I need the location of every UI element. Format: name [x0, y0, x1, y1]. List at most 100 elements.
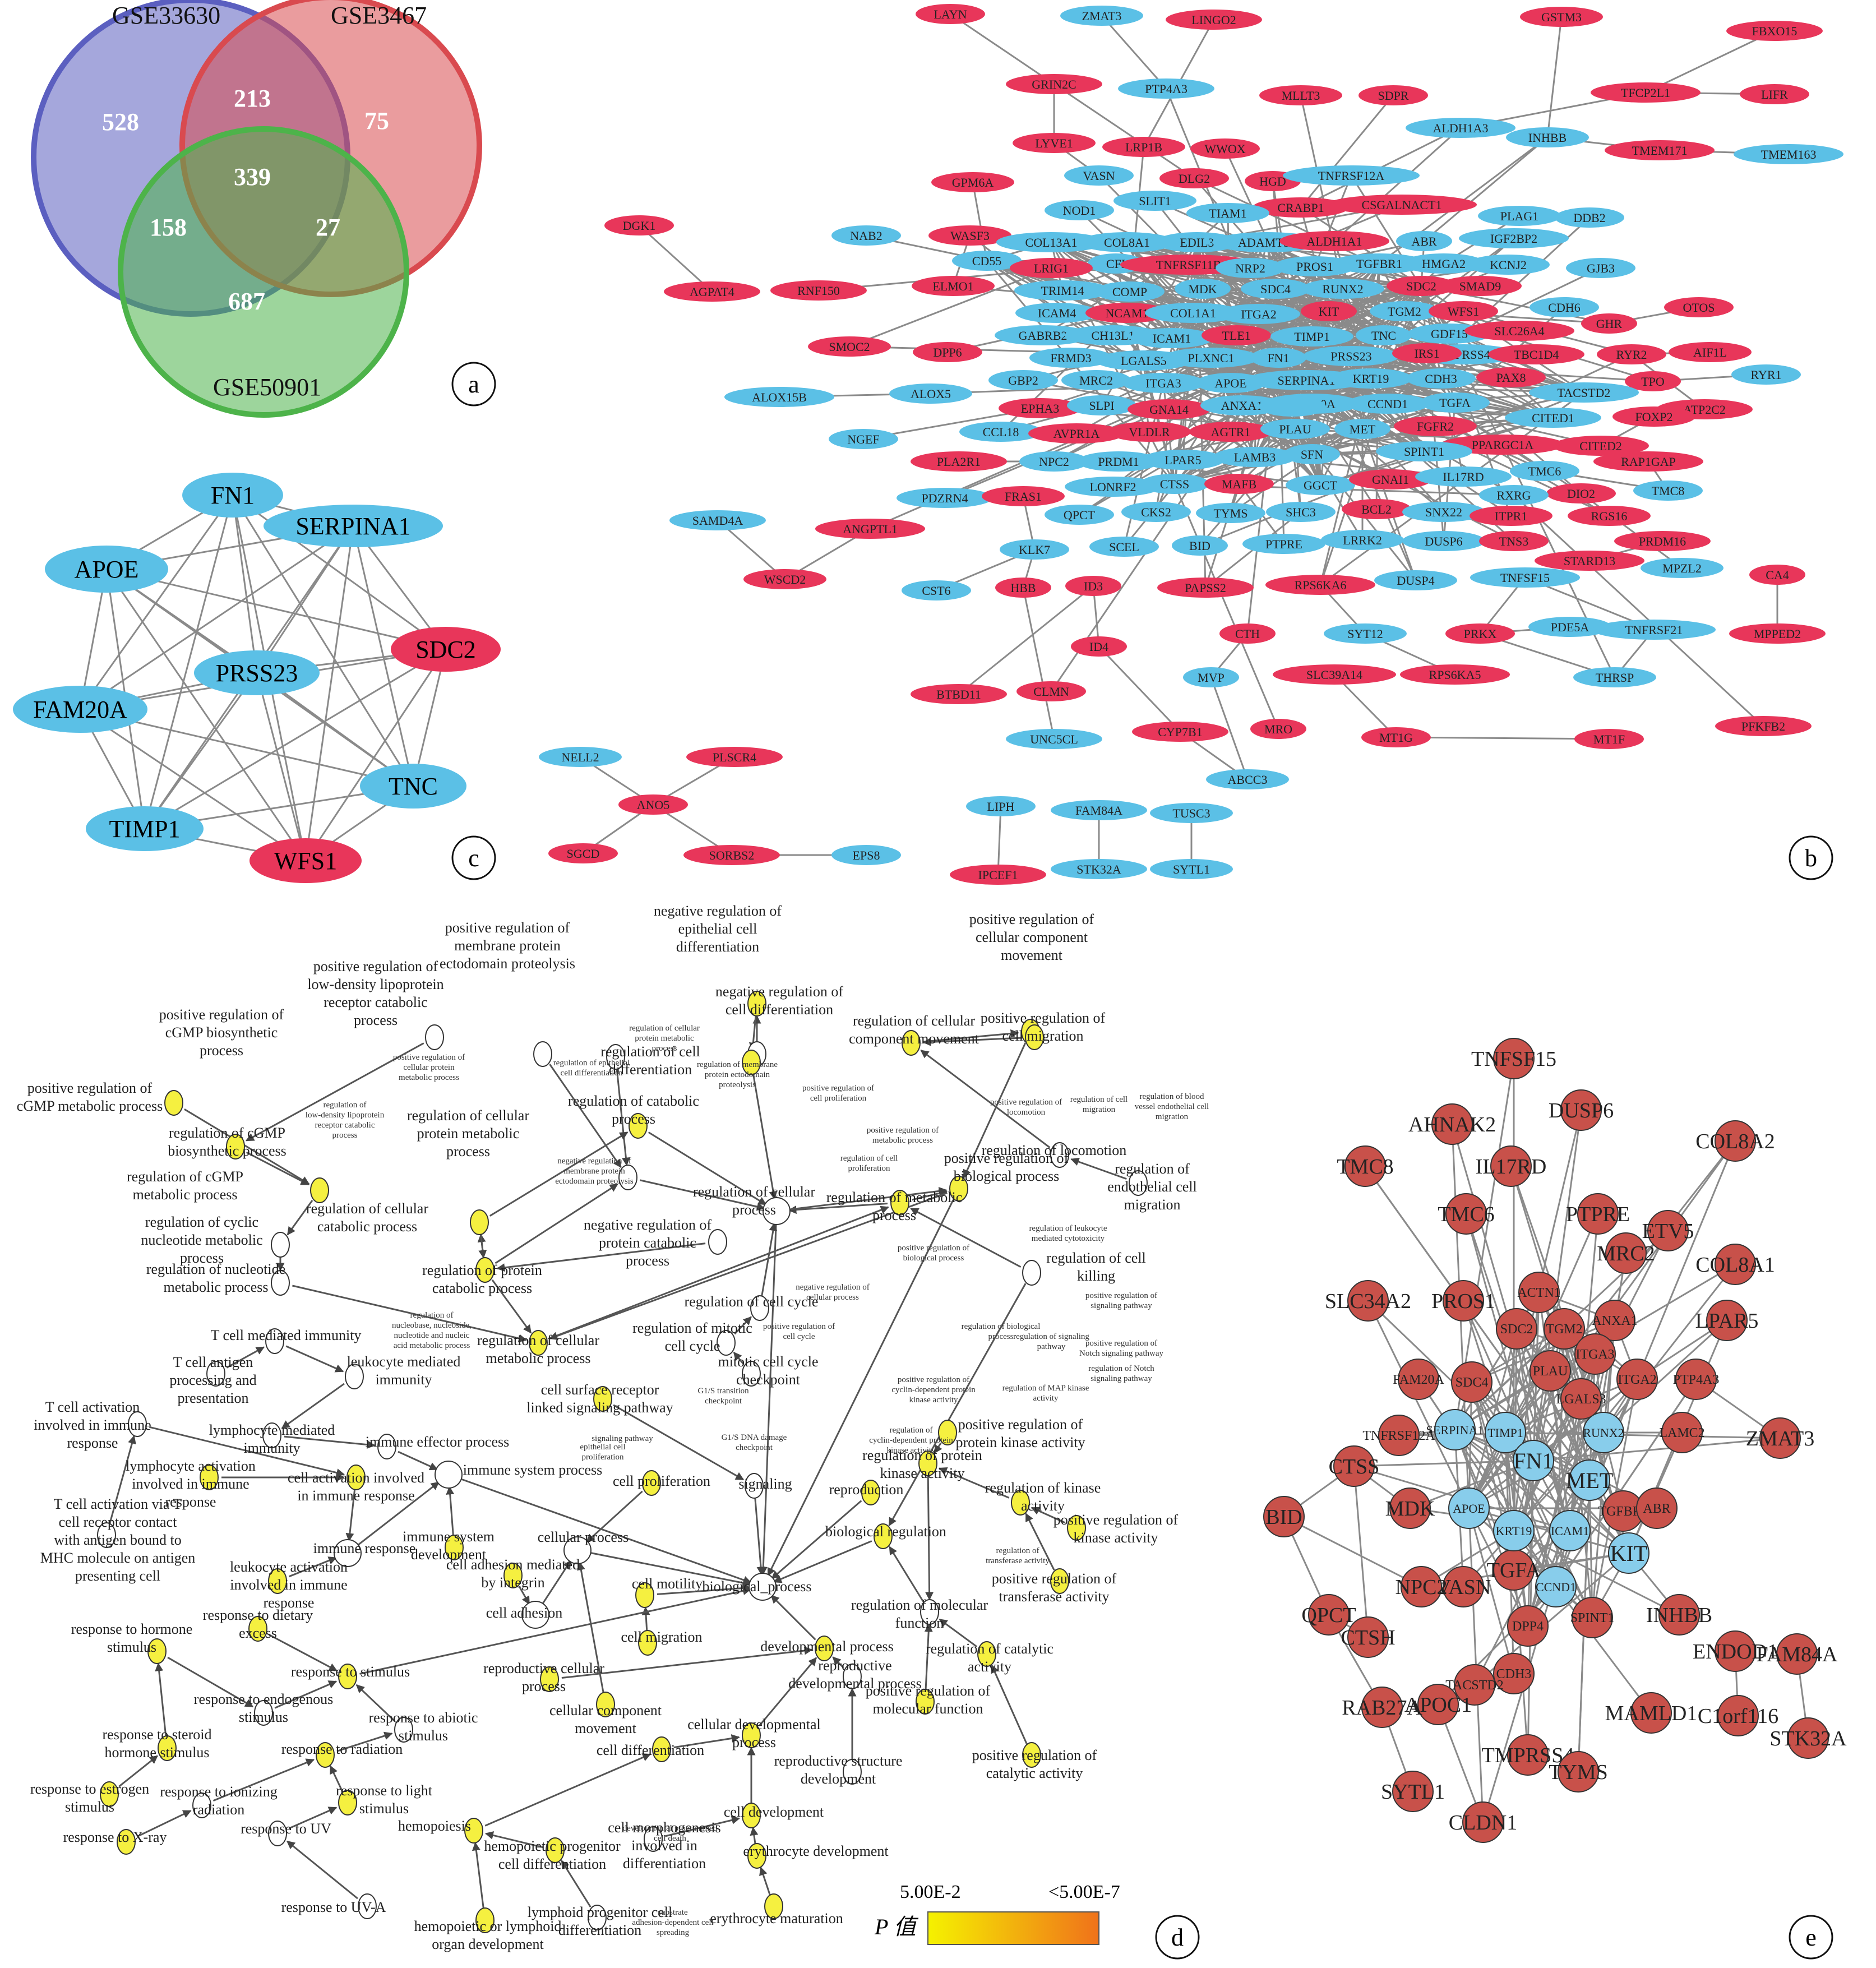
go-node-positive-regulation-of-cell-migration — [1025, 1024, 1044, 1050]
ppi-node-label: PAPSS2 — [1185, 581, 1226, 595]
hub-node-wfs1: WFS1 — [249, 838, 362, 883]
core-node-label: SDC2 — [1500, 1322, 1533, 1337]
go-term-label: cell proliferation — [613, 1473, 710, 1489]
ppi-node-label: PAX8 — [1496, 371, 1526, 385]
go-edge — [398, 1450, 438, 1471]
go-node-regulation-of-cell-killing — [1022, 1260, 1041, 1286]
ppi-node-label: EPHA3 — [1021, 401, 1059, 415]
ppi-node-label: SAMD4A — [692, 514, 743, 528]
core-node-label: CTSH — [1341, 1626, 1395, 1650]
ppi-node-layn: LAYN — [916, 4, 985, 24]
ppi-node-label: WSCD2 — [764, 572, 806, 586]
core-edge — [1555, 1586, 1652, 1713]
ppi-node-label: FRAS1 — [1005, 489, 1042, 503]
go-term-label: response to UV-A — [281, 1899, 386, 1915]
go-node-regulation-of-cyclic-nucleotide-metabolic-process — [271, 1232, 290, 1258]
ppi-node-label: BCL2 — [1361, 502, 1392, 516]
ppi-node-label: PLAG1 — [1500, 209, 1538, 223]
core-node-label: SDC4 — [1455, 1375, 1489, 1390]
panel-label-a: a — [451, 362, 496, 406]
ppi-node-label: CCL18 — [983, 425, 1019, 439]
ppi-node-lingo2: LINGO2 — [1166, 10, 1262, 30]
ppi-node-label: AGPAT4 — [690, 285, 734, 299]
ppi-node-label: PTP4A3 — [1145, 82, 1187, 96]
go-small-term-label: signaling pathway — [592, 1434, 653, 1443]
go-edge — [281, 1383, 345, 1429]
go-term-label: signaling — [738, 1476, 792, 1492]
ppi-node-col1a1: COL1A1 — [1145, 303, 1241, 323]
core-node-label: LPAR5 — [1695, 1309, 1759, 1333]
core-node-apoc1: APOC1 — [1404, 1684, 1472, 1725]
ppi-node-ryr1: RYR1 — [1731, 364, 1801, 385]
ppi-node-lamb3: LAMB3 — [1213, 447, 1296, 467]
ppi-node-mrc2: MRC2 — [1061, 370, 1131, 390]
ppi-node-mt1g: MT1G — [1361, 727, 1431, 747]
ppi-node-rap1gap: RAP1GAP — [1593, 451, 1703, 472]
go-edge — [212, 1758, 315, 1802]
ppi-node-cdh6: CDH6 — [1530, 297, 1599, 317]
go-edge — [924, 1623, 933, 1690]
ppi-node-grin2c: GRIN2C — [1006, 74, 1102, 94]
core-node-lgals3: LGALS3 — [1556, 1378, 1606, 1420]
ppi-node-wscd2: WSCD2 — [743, 569, 826, 589]
ppi-node-label: MET — [1350, 422, 1376, 436]
go-edge — [484, 1753, 651, 1827]
go-node-regulation-of-cellular-protein-metabolic-process — [618, 1165, 637, 1190]
ppi-node-label: LRP1B — [1125, 140, 1162, 154]
ppi-node-label: ABCC3 — [1228, 773, 1268, 787]
ppi-node-prdm1: PRDM1 — [1077, 451, 1160, 472]
ppi-node-label: STK32A — [1076, 862, 1121, 876]
core-edge — [1410, 1459, 1534, 1509]
ppi-node-label: PPARGC1A — [1472, 438, 1534, 452]
go-node-regulation-of-protein-kinase-activity — [918, 1450, 937, 1476]
ppi-node-label: SDC4 — [1260, 282, 1291, 296]
ppi-node-label: LIFR — [1761, 87, 1788, 101]
core-node-dusp6: DUSP6 — [1549, 1089, 1614, 1131]
go-edge — [1025, 1513, 1055, 1570]
hub-edge — [304, 649, 447, 861]
go-edge — [991, 1664, 1028, 1744]
core-node-mdk: MDK — [1385, 1487, 1435, 1529]
ppi-node-rps6ka6: RPS6KA6 — [1265, 575, 1375, 595]
venn-circle-gse50901 — [118, 126, 409, 418]
go-edge — [922, 1037, 1023, 1046]
svg-text:d: d — [1171, 1924, 1184, 1951]
core-node-label: TGM2 — [1546, 1322, 1582, 1337]
go-edge — [832, 1656, 844, 1669]
go-node-regulation-of-locomotion — [1050, 1142, 1069, 1168]
go-edge — [336, 1731, 393, 1752]
core-edge — [1367, 1300, 1470, 1509]
go-node-response-to-stimulus — [338, 1664, 357, 1689]
ppi-node-label: COL1A1 — [1170, 306, 1216, 320]
go-term-label: biological_process — [703, 1578, 812, 1595]
go-node-response-to-ionizing-radiation — [192, 1793, 211, 1818]
go-node-cell-motility — [635, 1582, 654, 1608]
hub-node-label: WFS1 — [274, 847, 337, 875]
ppi-edge — [1333, 673, 1397, 738]
go-node-regulation-of-catalytic-activity — [977, 1641, 996, 1667]
go-node-cell-proliferation — [642, 1470, 661, 1496]
ppi-node-mafb: MAFB — [1204, 474, 1274, 494]
ppi-node-ch13l1: CH13L1 — [1065, 325, 1161, 345]
ppi-node-plscr4: PLSCR4 — [686, 747, 783, 767]
go-legend: 5.00E-2 <5.00E-7 P 值 — [874, 1882, 1120, 1945]
ppi-node-label: CDH3 — [1425, 372, 1457, 386]
core-edge — [1364, 1166, 1591, 1481]
go-term-label: cell adhesion — [486, 1605, 562, 1621]
go-edge — [518, 1586, 530, 1605]
ppi-edge — [1513, 494, 1764, 727]
core-hub-label: RUNX2 — [1583, 1426, 1624, 1440]
core-node-label: TGFA — [1487, 1559, 1541, 1582]
ppi-node-fras1: FRAS1 — [982, 486, 1065, 506]
core-edge — [1513, 1530, 1680, 1616]
go-edge — [648, 1131, 767, 1205]
core-node-label: ETV5 — [1642, 1219, 1694, 1243]
ppi-node-label: PLXNC1 — [1187, 351, 1234, 365]
core-node-label: PTPRE — [1566, 1203, 1630, 1226]
